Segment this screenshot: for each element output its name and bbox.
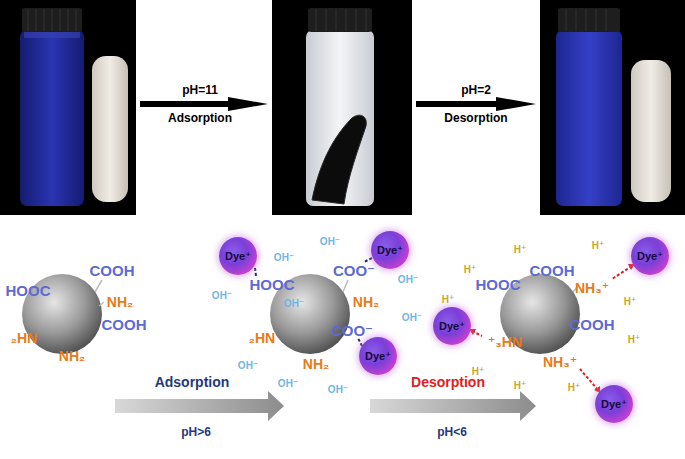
group-label: NH₂ (303, 357, 329, 371)
group-label: HOOC (250, 277, 295, 292)
step-label: Adsorption (155, 375, 230, 389)
dye-label: Dye⁺ (601, 398, 627, 411)
dye-label: Dye⁺ (377, 244, 403, 257)
dye-label: Dye⁺ (365, 350, 391, 363)
ion-label: OH⁻ (320, 237, 340, 247)
dye-cation: Dye⁺ (359, 337, 397, 375)
step-label: pH>6 (181, 426, 211, 438)
ion-label: H⁺ (592, 241, 605, 251)
dye-label: Dye⁺ (439, 320, 465, 333)
group-label: NH₂ (353, 295, 379, 309)
ion-label: H⁺ (514, 245, 527, 255)
ion-label: OH⁻ (212, 291, 232, 301)
dye-cation: Dye⁺ (371, 231, 409, 269)
step-label: pH=2 (461, 84, 491, 96)
group-label: HOOC (6, 283, 51, 298)
ion-label: H⁺ (624, 297, 637, 307)
step-label: Adsorption (168, 112, 232, 124)
group-label: NH₂ (59, 349, 85, 363)
dye-cation: Dye⁺ (631, 237, 669, 275)
group-label: ₂HN (11, 331, 37, 345)
group-label: HOOC (476, 277, 521, 292)
step-label: pH=11 (182, 84, 218, 96)
ion-label: OH⁻ (398, 275, 418, 285)
dye-cation: Dye⁺ (595, 385, 633, 423)
step-label: Desorption (411, 375, 485, 389)
ion-label: OH⁻ (328, 385, 348, 395)
ion-label: OH⁻ (274, 253, 294, 263)
ion-label: H⁺ (442, 295, 455, 305)
group-label: COOH (90, 263, 135, 278)
dye-cation: Dye⁺ (433, 307, 471, 345)
dye-label: Dye⁺ (225, 250, 251, 263)
step-label: Desorption (444, 112, 507, 124)
group-label: ₂HN (249, 331, 275, 345)
group-label: NH₂ (107, 295, 133, 309)
group-label: NH₃⁺ (543, 355, 577, 369)
group-label: ⁺₃HN (488, 335, 522, 349)
dye-cation: Dye⁺ (219, 237, 257, 275)
ion-label: H⁺ (514, 381, 527, 391)
ion-label: OH⁻ (278, 379, 298, 389)
group-label: COO⁻ (333, 263, 375, 278)
ion-label: OH⁻ (284, 299, 304, 309)
ion-label: OH⁻ (402, 313, 422, 323)
group-label: NH₃⁺ (575, 281, 609, 295)
ion-label: OH⁻ (238, 361, 258, 371)
ion-label: H⁺ (628, 335, 641, 345)
group-label: COOH (102, 317, 147, 332)
ion-label: H⁺ (568, 383, 581, 393)
ion-label: H⁺ (464, 265, 477, 275)
dye-label: Dye⁺ (637, 250, 663, 263)
group-label: COOH (570, 317, 615, 332)
group-label: COO⁻ (331, 323, 373, 338)
step-label: pH<6 (437, 426, 467, 438)
group-label: COOH (530, 263, 575, 278)
